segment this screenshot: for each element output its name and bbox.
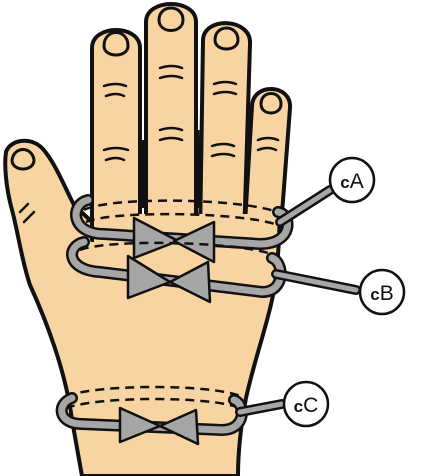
middle-finger (146, 4, 196, 240)
ring-finger (200, 23, 250, 240)
callout-cc-suffix: C (303, 394, 318, 417)
svg-text:cB: cB (370, 282, 393, 305)
callout-cc-prefix: c (294, 397, 303, 416)
svg-text:cC: cC (294, 394, 319, 417)
svg-text:cA: cA (340, 170, 363, 193)
callout-ca-suffix: A (350, 170, 364, 193)
callout-ca-prefix: c (340, 173, 349, 192)
callout-ca: cA (330, 158, 374, 202)
callout-cb: cB (360, 270, 404, 314)
callout-cb-prefix: c (370, 285, 379, 304)
index-finger (92, 30, 140, 240)
callout-cb-suffix: B (380, 282, 394, 305)
callout-cc: cC (284, 382, 328, 426)
